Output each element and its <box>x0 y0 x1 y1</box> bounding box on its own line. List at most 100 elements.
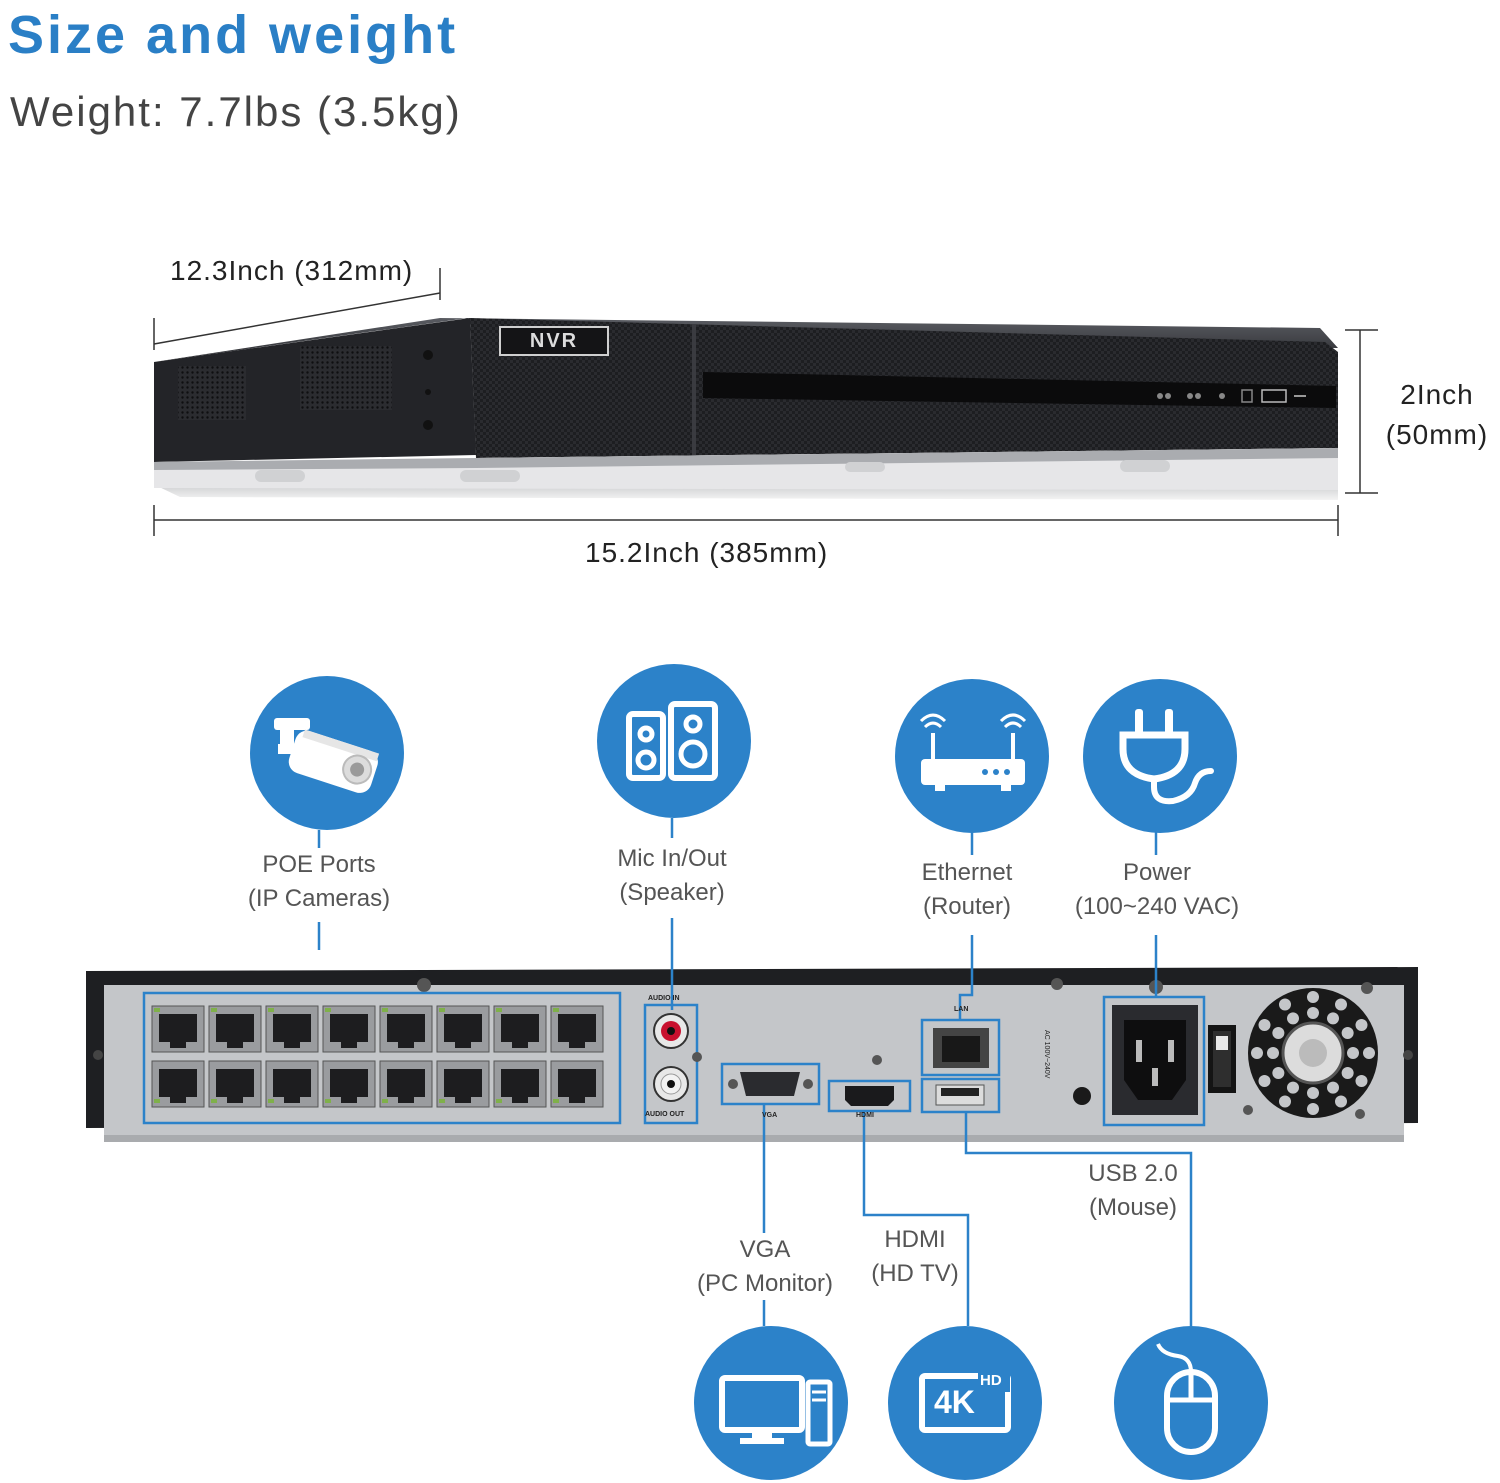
callout-poe-subtitle: (IP Cameras) <box>247 885 391 912</box>
poe-port-led <box>382 1008 388 1012</box>
hdmi-4k-text: 4K <box>934 1384 975 1420</box>
vga-port-label: VGA <box>762 1112 778 1119</box>
fan-grill-hole <box>1258 1019 1271 1031</box>
fan-grill-hole <box>1287 1081 1299 1094</box>
callout-poe-label: POE Ports (IP Cameras) <box>219 848 419 916</box>
height-label-mm: (50mm) <box>1385 419 1489 450</box>
poe-port-socket <box>558 1014 596 1048</box>
poe-port-led <box>382 1099 388 1103</box>
power-rating-label: AC 100V~240V <box>1043 1030 1050 1079</box>
poe-port-socket <box>444 1069 482 1103</box>
router-icon <box>895 679 1049 833</box>
poe-port-led <box>268 1099 274 1103</box>
poe-port-led <box>211 1099 217 1103</box>
fan-grill-hole <box>1307 991 1319 1003</box>
audio-in-label: AUDIO IN <box>648 995 680 1002</box>
callout-hdmi-label: HDMI (HD TV) <box>815 1223 1015 1291</box>
poe-port-led <box>268 1008 274 1012</box>
callout-usb-label: USB 2.0 (Mouse) <box>1033 1157 1233 1225</box>
callout-mic-title: Mic In/Out <box>617 845 727 872</box>
callout-ethernet-title: Ethernet <box>921 859 1013 886</box>
poe-port-led <box>496 1099 502 1103</box>
callout-hdmi-title: HDMI <box>884 1226 946 1253</box>
poe-port-socket <box>501 1014 539 1048</box>
poe-port-socket <box>159 1069 197 1103</box>
poe-port-led <box>154 1099 160 1103</box>
fan-grill-hole <box>1341 1027 1354 1039</box>
poe-port-led <box>325 1008 331 1012</box>
fan-grill-hole <box>1267 1047 1279 1059</box>
fan-grill-hole <box>1279 1095 1291 1108</box>
fan-grill-hole <box>1258 1075 1271 1087</box>
poe-port-led <box>439 1008 445 1012</box>
fan-grill-hole <box>1251 1047 1263 1059</box>
ip-camera-icon <box>250 676 404 830</box>
callout-vga-title: VGA <box>739 1236 791 1263</box>
callout-poe-title: POE Ports <box>262 851 376 878</box>
callout-vga-label: VGA (PC Monitor) <box>665 1233 865 1301</box>
poe-port-led <box>211 1008 217 1012</box>
mouse-icon <box>1114 1326 1268 1480</box>
power-plug-icon <box>1083 679 1237 833</box>
pc-monitor-icon <box>694 1326 848 1480</box>
hdmi-4k-tv-icon <box>888 1326 1042 1480</box>
hdmi-hd-text: HD <box>980 1372 1002 1389</box>
fan-grill-hole <box>1327 1081 1339 1094</box>
nvr-rear-view <box>86 967 1418 1142</box>
depth-label: 12.3Inch (312mm) <box>170 255 414 286</box>
poe-port-socket <box>159 1014 197 1048</box>
callout-ethernet-subtitle: (Router) <box>922 893 1012 920</box>
poe-port-led <box>553 1099 559 1103</box>
poe-port-led <box>439 1099 445 1103</box>
fan-grill-hole <box>1307 1007 1319 1019</box>
nvr-badge: NVR <box>529 330 579 352</box>
callout-ethernet-label: Ethernet (Router) <box>867 856 1067 924</box>
dimension-depth-line <box>153 268 441 350</box>
callout-vga-subtitle: (PC Monitor) <box>696 1270 834 1297</box>
poe-port-led <box>154 1008 160 1012</box>
poe-port-socket <box>330 1014 368 1048</box>
fan-grill-hole <box>1287 1012 1299 1025</box>
poe-port-socket <box>558 1069 596 1103</box>
poe-port-socket <box>330 1069 368 1103</box>
poe-port-led <box>553 1008 559 1012</box>
height-label-inch: 2Inch <box>1400 379 1474 410</box>
poe-port-led <box>325 1099 331 1103</box>
fan-grill-hole <box>1279 998 1291 1011</box>
fan-grill-hole <box>1355 1019 1368 1031</box>
callout-usb-subtitle: (Mouse) <box>1088 1194 1178 1221</box>
height-label: 2Inch (50mm) <box>1375 375 1499 455</box>
fan-grill-hole <box>1363 1047 1375 1059</box>
lan-port-label: LAN <box>954 1006 969 1013</box>
speaker-icon <box>597 664 751 818</box>
fan-grill-hole <box>1272 1027 1285 1039</box>
dimension-height-line <box>1345 329 1378 494</box>
callout-power-title: Power <box>1122 859 1192 886</box>
fan-grill-hole <box>1341 1067 1354 1079</box>
callout-hdmi-subtitle: (HD TV) <box>871 1260 959 1287</box>
fan-grill-hole <box>1355 1075 1368 1087</box>
callout-mic-label: Mic In/Out (Speaker) <box>572 842 772 910</box>
fan-grill-hole <box>1307 1087 1319 1099</box>
poe-port-socket <box>216 1014 254 1048</box>
poe-port-socket <box>216 1069 254 1103</box>
callout-mic-subtitle: (Speaker) <box>619 879 725 906</box>
fan-grill-hole <box>1335 1095 1347 1108</box>
callout-power-label: Power (100~240 VAC) <box>1047 856 1267 924</box>
width-label: 15.2Inch (385mm) <box>585 537 829 568</box>
fan-grill-hole <box>1335 998 1347 1011</box>
poe-port-socket <box>444 1014 482 1048</box>
poe-port-socket <box>273 1014 311 1048</box>
poe-port-led <box>496 1008 502 1012</box>
poe-port-socket <box>387 1069 425 1103</box>
poe-port-socket <box>273 1069 311 1103</box>
page-title: Size and weight <box>8 5 459 65</box>
poe-port-socket <box>501 1069 539 1103</box>
hdmi-port-label: HDMI <box>856 1112 874 1119</box>
fan-grill-hole <box>1272 1067 1285 1079</box>
fan-grill-hole <box>1307 1103 1319 1115</box>
fan-grill-hole <box>1347 1047 1359 1059</box>
poe-port-socket <box>387 1014 425 1048</box>
dimension-width-line <box>153 505 1339 536</box>
